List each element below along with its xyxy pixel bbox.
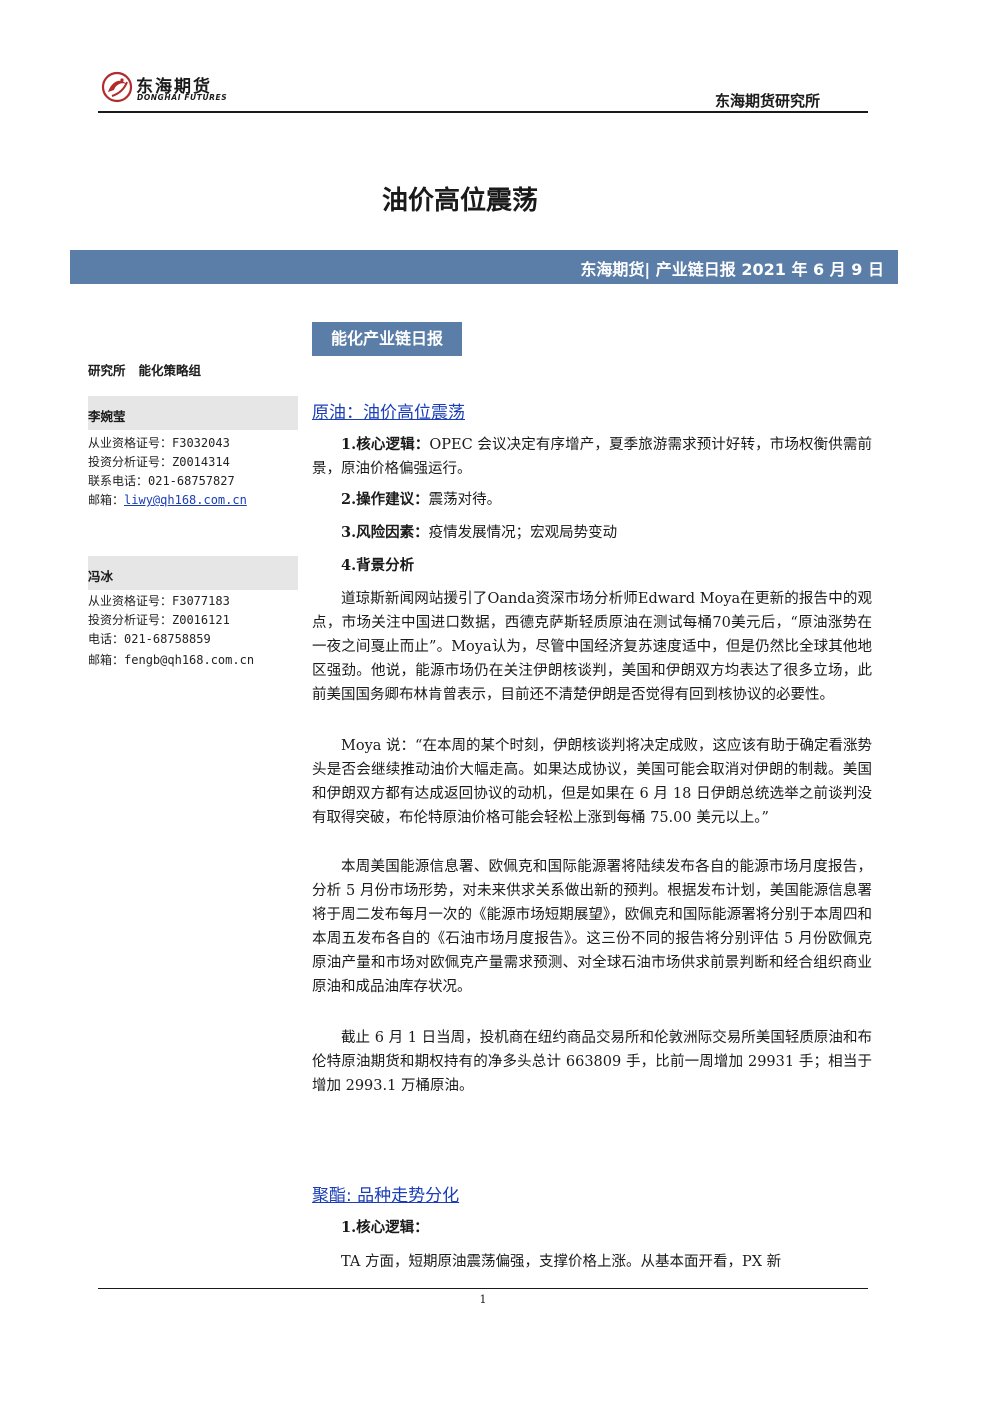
research-group: 研究所 能化策略组 [88, 363, 202, 378]
analyst-phone: 联系电话：021-68757827 [88, 474, 235, 488]
dragon-logo-icon [101, 71, 133, 103]
oil-section-heading[interactable]: 原油：油价高位震荡 [312, 403, 465, 423]
analyst-email: fengb@qh168.com.cn [124, 653, 255, 667]
analyst-name-box: 冯冰 [88, 556, 298, 590]
pta-paragraph: TA 方面，短期原油震荡偏强，支撑价格上涨。从基本面开看，PX 新 [341, 1254, 782, 1270]
oil-risk: 3.风险因素：疫情发展情况；宏观局势变动 [312, 521, 872, 545]
logo-text-en: DONGHAI FUTURES [137, 93, 228, 102]
institute-name: 东海期货研究所 [714, 92, 820, 110]
background-label: 4.背景分析 [341, 557, 415, 574]
oil-paragraph: 道琼斯新闻网站援引了Oanda资深市场分析师Edward Moya在更新的报告中… [312, 591, 872, 703]
analyst-name: 冯冰 [88, 569, 114, 584]
pta-section-heading[interactable]: 聚酯: 品种走势分化 [312, 1186, 460, 1206]
advice-label: 2.操作建议： [341, 491, 429, 508]
header-rule [98, 111, 868, 113]
analyst-email-line: 邮箱：liwy@qh168.com.cn [88, 491, 247, 510]
oil-paragraph: 本周美国能源信息署、欧佩克和国际能源署将陆续发布各自的能源市场月度报告，分析 5… [312, 859, 872, 995]
oil-advice: 2.操作建议：震荡对待。 [312, 488, 872, 512]
pta-heading-wrap: 聚酯: 品种走势分化 [312, 1181, 872, 1206]
analyst-email-line: 邮箱：fengb@qh168.com.cn [88, 651, 254, 670]
advice-text: 震荡对待。 [428, 492, 502, 508]
banner-text: 东海期货| 产业链日报 2021 年 6 月 9 日 [580, 260, 884, 279]
document-title: 油价高位震荡 [381, 186, 538, 216]
analyst-name: 李婉莹 [88, 409, 126, 424]
analyst-name-box: 李婉莹 [88, 396, 298, 430]
oil-background-heading: 4.背景分析 [312, 554, 872, 578]
analyst-analysis-license: 投资分析证号：Z0014314 [88, 455, 230, 469]
analyst-license: 从业资格证号：F3077183 [88, 594, 230, 608]
email-label: 邮箱： [88, 653, 125, 667]
oil-logic: 1.核心逻辑：OPEC 会议决定有序增产，夏季旅游需求预计好转，市场权衡供需前景… [312, 433, 872, 481]
pta-logic-heading: 1.核心逻辑： [312, 1216, 872, 1240]
analyst-email-link[interactable]: liwy@qh168.com.cn [124, 493, 247, 507]
oil-paragraph: 截止 6 月 1 日当周，投机商在纽约商品交易所和伦敦洲际交易所美国轻质原油和布… [312, 1030, 872, 1094]
oil-heading-wrap: 原油：油价高位震荡 [312, 398, 872, 423]
email-label: 邮箱： [88, 493, 125, 507]
analyst-phone: 电话：021-68758859 [88, 632, 211, 646]
footer-rule [98, 1288, 868, 1289]
risk-text: 疫情发展情况；宏观局势变动 [428, 525, 618, 541]
logic-label: 1.核心逻辑： [341, 436, 430, 453]
analyst-analysis-license: 投资分析证号：Z0016121 [88, 613, 230, 627]
risk-label: 3.风险因素： [341, 524, 429, 541]
report-banner: 东海期货| 产业链日报 2021 年 6 月 9 日 [70, 250, 898, 284]
logic-text: OPEC 会议决定有序增产，夏季旅游需求预计好转，市场权衡供需前景，原油价格偏强… [312, 437, 872, 477]
page-number: 1 [479, 1293, 487, 1306]
oil-paragraph: Moya 说：“在本周的某个时刻，伊朗核谈判将决定成败，这应该有助于确定看涨势头… [312, 738, 872, 826]
logo-text-cn: 东海期货 [136, 77, 212, 97]
company-logo: 东海期货 DONGHAI FUTURES [100, 70, 240, 110]
section-chip: 能化产业链日报 [312, 322, 462, 356]
analyst-license: 从业资格证号：F3032043 [88, 436, 230, 450]
pta-logic-label: 1.核心逻辑： [341, 1219, 429, 1236]
